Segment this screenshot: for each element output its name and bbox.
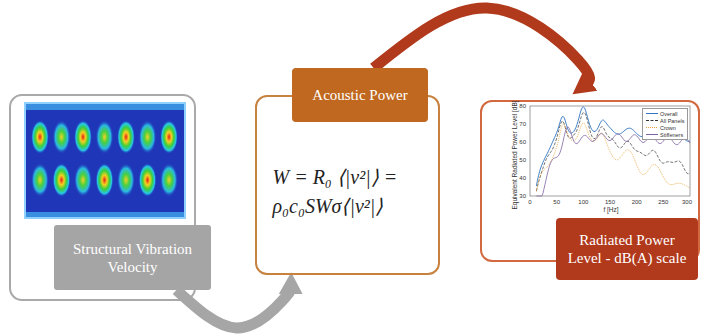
legend-text: Stiffeners <box>660 132 683 138</box>
tick-label: 0 <box>528 199 531 205</box>
chart-legend: OverallAll PanelsCrownStiffeners <box>642 108 688 140</box>
axis-title: f [Hz] <box>603 206 618 214</box>
legend-line <box>646 134 658 135</box>
legend-text: All Panels <box>660 118 684 124</box>
mode-blob <box>96 163 114 197</box>
tick-label: 50 <box>553 199 560 205</box>
tick-label: 300 <box>682 199 692 205</box>
mode-blob <box>139 120 157 154</box>
node-text: Acoustic Power <box>312 86 407 104</box>
vibration-plate <box>25 103 185 218</box>
tick-label: 100 <box>578 199 588 205</box>
chart-curve <box>536 123 690 192</box>
axis-title: Equivalent Radiated Power Level [dB] <box>511 100 519 209</box>
tick-label: 200 <box>632 199 642 205</box>
legend-row: Stiffeners <box>646 131 684 138</box>
mode-blob <box>31 163 49 197</box>
tick-label: 50 <box>519 157 526 163</box>
result-box: Radiated Power Level - dB(A) scale <box>556 218 698 280</box>
tick-label: 250 <box>658 199 668 205</box>
node-text: Structural Vibration Velocity <box>61 240 204 276</box>
legend-line <box>646 120 658 121</box>
mode-blob <box>31 120 49 154</box>
formula-panel: W = R₀ ⟨|v²|⟩ = ρ₀c₀SWσ⟨|v²|⟩Acoustic Po… <box>255 95 440 275</box>
legend-sample <box>646 132 658 137</box>
mode-blob <box>74 120 92 154</box>
node-text: Radiated Power Level - dB(A) scale <box>563 231 691 267</box>
legend-text: Crown <box>660 125 676 131</box>
legend-sample <box>646 111 658 116</box>
legend-row: All Panels <box>646 117 684 124</box>
plate-edge <box>26 212 184 217</box>
legend-sample <box>646 118 658 123</box>
chart-ground <box>492 104 696 216</box>
tick-label: 70 <box>519 121 526 127</box>
mode-blob <box>139 163 157 197</box>
chart-curves <box>536 107 690 196</box>
process-box: Structural Vibration Velocity <box>54 225 211 290</box>
mode-blob <box>160 120 178 154</box>
legend-row: Crown <box>646 124 684 131</box>
chart-curve <box>536 127 690 196</box>
mode-shape <box>31 120 178 197</box>
flow-arrow <box>176 288 290 328</box>
mode-blob <box>160 163 178 197</box>
formula-text: W = R₀ ⟨|v²|⟩ = ρ₀c₀SWσ⟨|v²|⟩ <box>273 149 423 221</box>
chart-curve <box>536 107 690 186</box>
tick-label: 60 <box>519 139 526 145</box>
mode-blob <box>117 120 135 154</box>
header-box: Acoustic Power <box>292 68 428 122</box>
mode-blob <box>74 163 92 197</box>
mode-blob <box>53 120 71 154</box>
mode-blob <box>117 163 135 197</box>
legend-sample <box>646 125 658 130</box>
mode-blob <box>53 163 71 197</box>
legend-row: Overall <box>646 110 684 117</box>
legend-line <box>646 127 658 128</box>
plate-edge <box>26 104 184 110</box>
tick-label: 80 <box>519 103 526 109</box>
tick-label: 150 <box>605 199 615 205</box>
legend-line <box>646 113 658 114</box>
mode-blob <box>96 120 114 154</box>
legend-text: Overall <box>660 111 677 117</box>
tick-label: 40 <box>519 175 526 181</box>
tick-label: 30 <box>519 193 526 199</box>
plot-box <box>530 106 690 196</box>
